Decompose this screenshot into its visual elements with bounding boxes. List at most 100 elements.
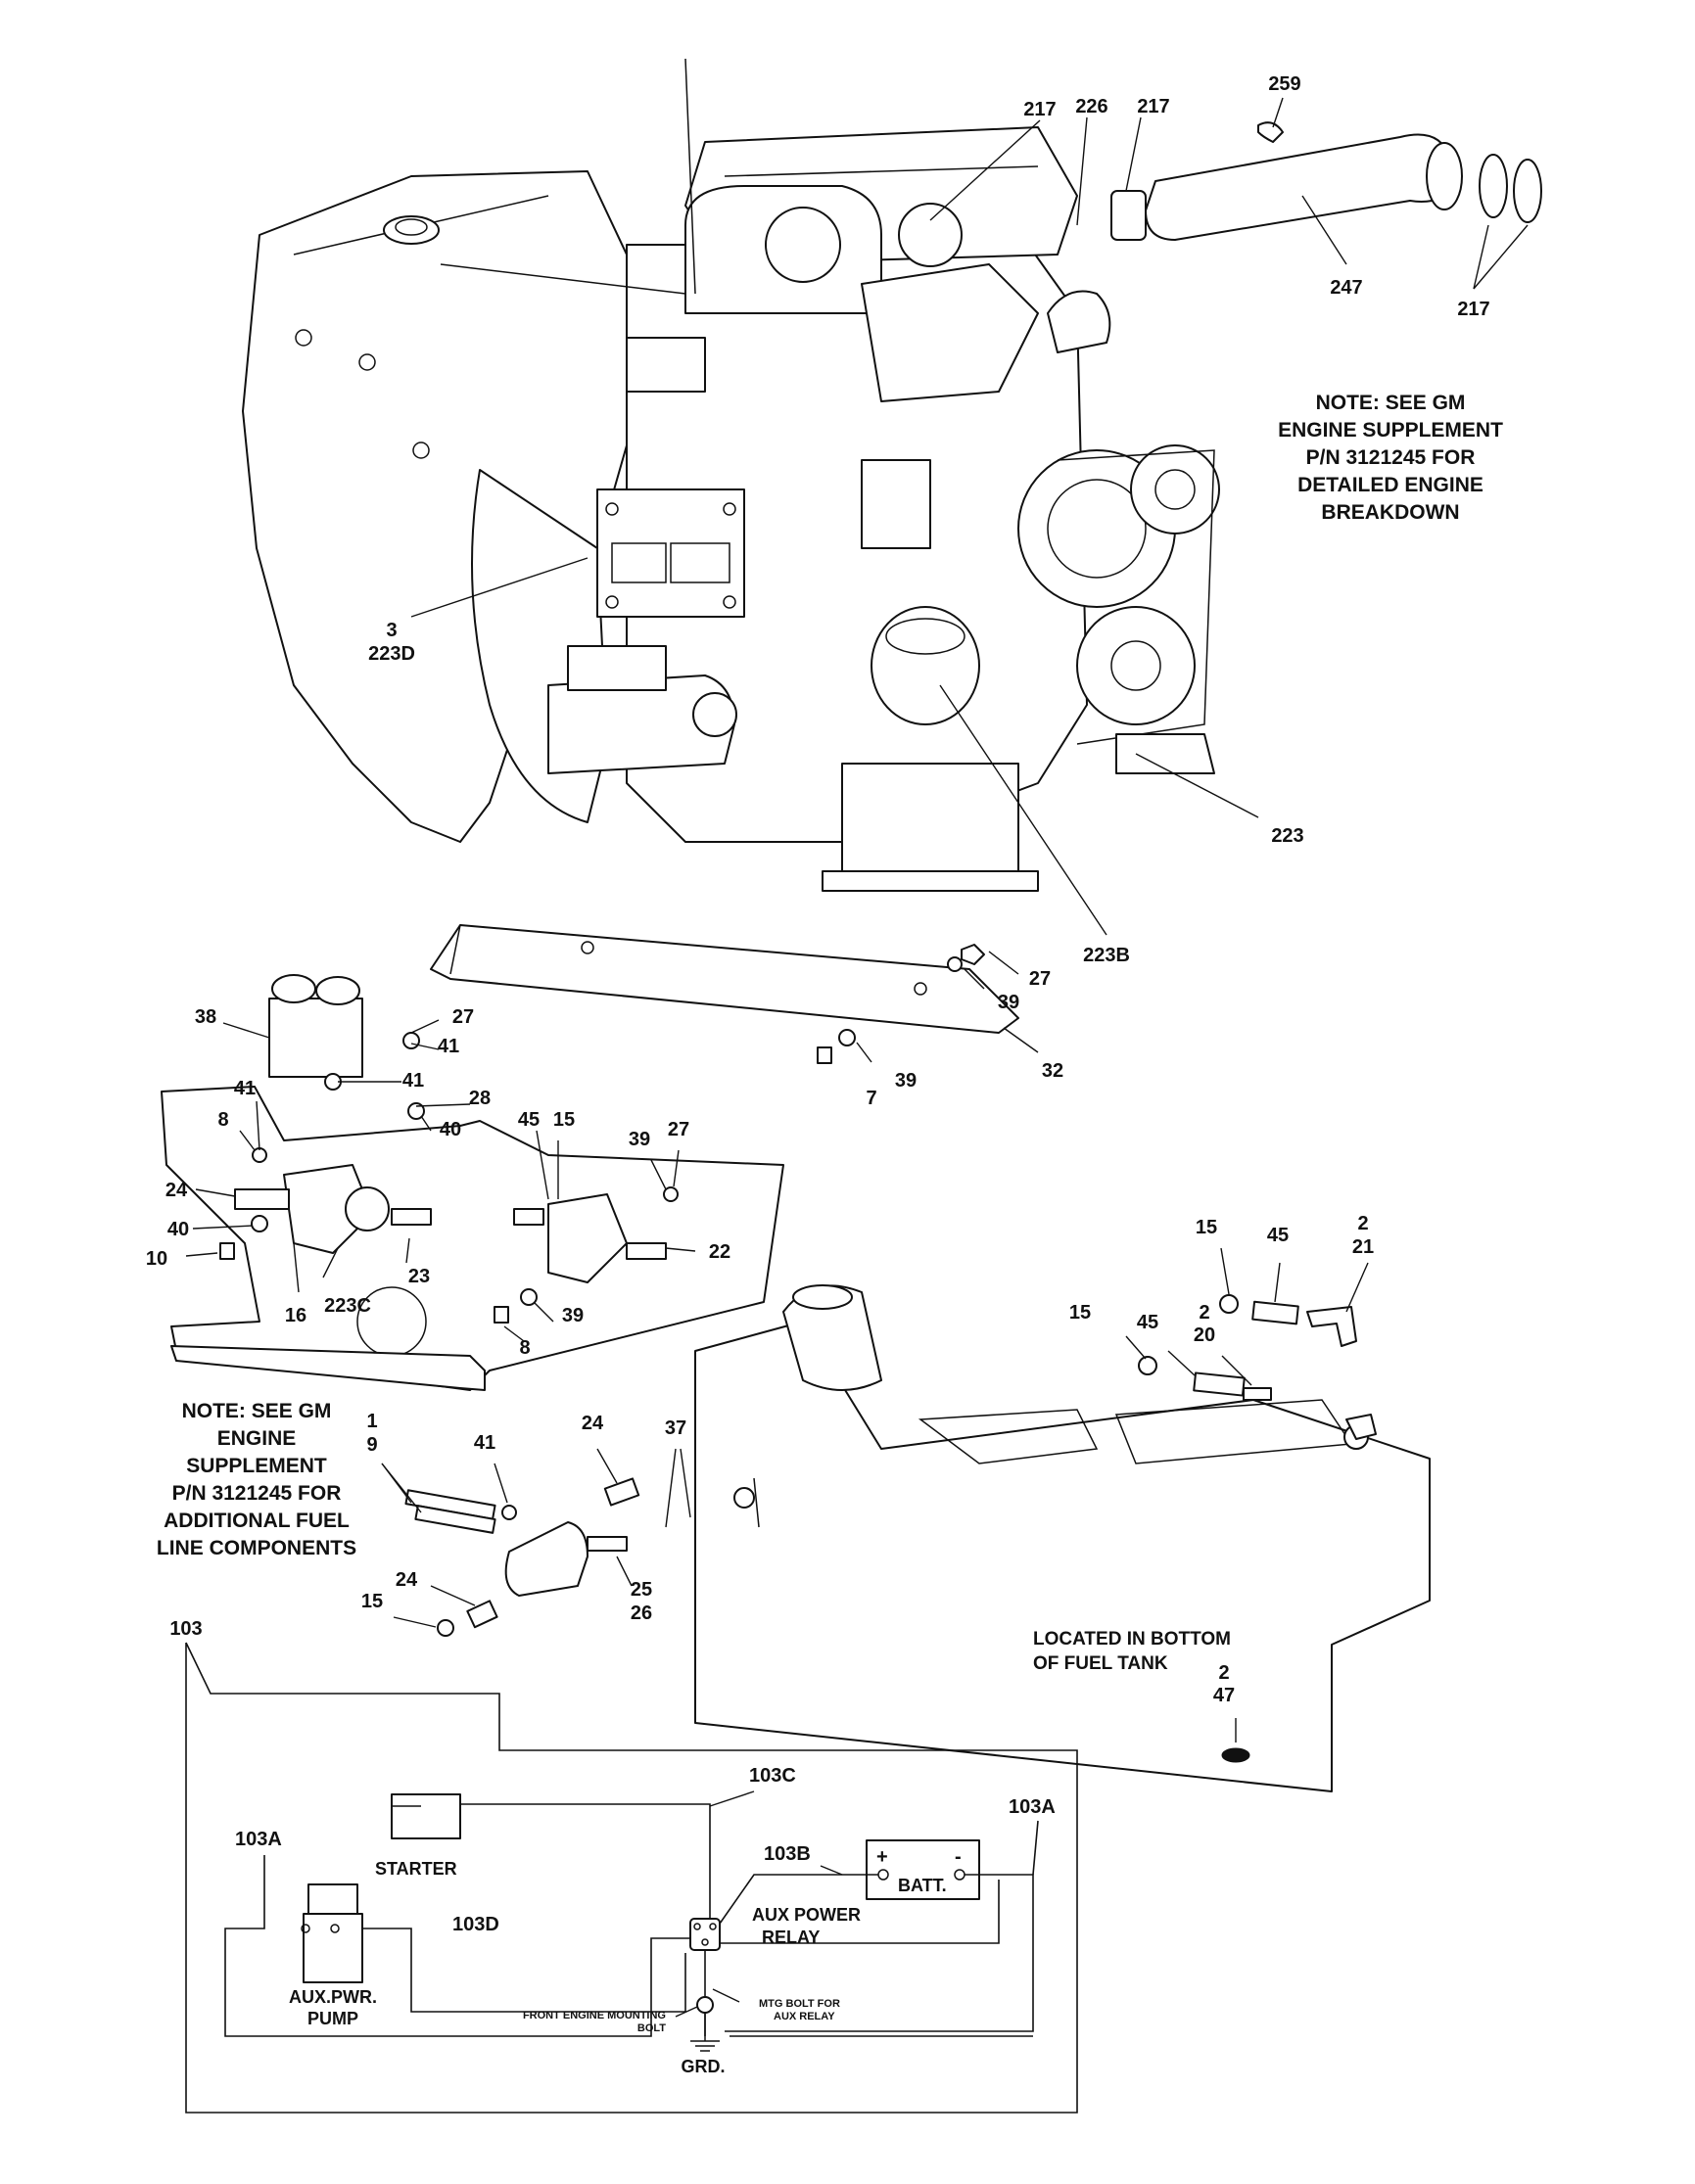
air-intake-tube	[1110, 121, 1542, 241]
callout-217: 217	[1023, 99, 1056, 120]
callout-223c: 223C	[324, 1295, 371, 1317]
mounting-bar	[430, 924, 1039, 1064]
callout-22: 22	[709, 1241, 730, 1263]
battery-label: BATT.	[898, 1876, 947, 1895]
wiring-labels: 103C 103A 103A 103B 103D STARTER AUX.PWR…	[235, 1765, 1056, 2076]
callout-24: 24	[582, 1413, 604, 1434]
wire-103c-label: 103C	[749, 1765, 796, 1787]
fuel-note-line: P/N 3121245 FOR	[172, 1482, 342, 1505]
engine-leaders	[410, 97, 1529, 936]
callout-9: 9	[366, 1434, 377, 1456]
callout-223b: 223B	[1083, 945, 1130, 966]
callout-32: 32	[1042, 1060, 1063, 1082]
callout-24: 24	[396, 1569, 418, 1591]
callout-16: 16	[285, 1305, 306, 1326]
fuel-note-line: NOTE: SEE GM	[182, 1400, 332, 1422]
callout-217: 217	[1457, 299, 1489, 320]
callout-8: 8	[217, 1109, 228, 1131]
wiring-diagram	[185, 1642, 1078, 2114]
wire-103d-label: 103D	[452, 1914, 499, 1935]
callout-103: 103	[169, 1618, 202, 1640]
aux-relay-label: RELAY	[762, 1928, 820, 1947]
callout-21: 21	[1352, 1236, 1374, 1258]
callout-39: 39	[629, 1129, 650, 1150]
callout-37: 37	[665, 1417, 686, 1439]
callout-7: 7	[866, 1088, 876, 1109]
engine-note-line: NOTE: SEE GM	[1316, 392, 1466, 414]
callout-2: 2	[1218, 1662, 1229, 1684]
engine-note-line: P/N 3121245 FOR	[1306, 446, 1476, 469]
callout-27: 27	[1029, 968, 1051, 990]
fuel-note-line: ENGINE	[217, 1427, 297, 1450]
fuel-note-line: ADDITIONAL FUEL	[164, 1510, 350, 1532]
starter-label: STARTER	[375, 1859, 457, 1879]
callout-39: 39	[562, 1305, 584, 1326]
front-engine-label: FRONT ENGINE MOUNTING	[523, 2010, 666, 2021]
callout-27: 27	[668, 1119, 689, 1140]
callout-45: 45	[1267, 1225, 1289, 1246]
aux-relay-label: AUX POWER	[752, 1905, 861, 1925]
callout-247: 247	[1330, 277, 1362, 299]
battery-plus: +	[876, 1846, 888, 1868]
fuel-bracket-leaders	[185, 1019, 696, 1342]
engine-note-line: BREAKDOWN	[1321, 501, 1459, 524]
callout-45: 45	[518, 1109, 540, 1131]
engine-note-line: DETAILED ENGINE	[1297, 474, 1483, 496]
callout-3: 3	[386, 620, 397, 641]
callout-226: 226	[1075, 96, 1107, 117]
callout-45: 45	[1137, 1312, 1158, 1333]
fuel-note-line: SUPPLEMENT	[186, 1455, 327, 1477]
fuel-tank-leaders	[665, 1247, 1369, 1743]
callout-24: 24	[165, 1180, 188, 1201]
callout-15: 15	[553, 1109, 575, 1131]
inline-pump-leaders	[381, 1448, 633, 1628]
callout-25: 25	[631, 1579, 652, 1601]
callout-27: 27	[452, 1006, 474, 1028]
callout-20: 20	[1194, 1324, 1215, 1346]
fuel-tank	[694, 1284, 1431, 1792]
tank-note-line: OF FUEL TANK	[1033, 1653, 1168, 1674]
callout-259: 259	[1268, 73, 1300, 95]
engine-note-line: ENGINE SUPPLEMENT	[1278, 419, 1503, 441]
callout-40: 40	[167, 1219, 189, 1240]
callout-8: 8	[519, 1337, 530, 1359]
aux-pump-label: PUMP	[307, 2009, 358, 2028]
ground-label: GRD.	[682, 2057, 726, 2076]
callout-26: 26	[631, 1603, 652, 1624]
callout-41: 41	[474, 1432, 495, 1454]
callout-47: 47	[1213, 1685, 1235, 1706]
aux-pump-label: AUX.PWR.	[289, 1987, 377, 2007]
callout-labels: 217 226 217 259 247 217 3 223D 223 223B …	[146, 73, 1490, 1706]
callout-23: 23	[408, 1266, 430, 1287]
callout-1: 1	[366, 1411, 377, 1432]
engine-assembly	[242, 58, 1220, 892]
callout-39: 39	[998, 992, 1019, 1013]
callout-223: 223	[1271, 825, 1303, 847]
callout-223d: 223D	[368, 643, 415, 665]
callout-41: 41	[402, 1070, 424, 1092]
callout-15: 15	[1069, 1302, 1091, 1324]
note-labels: NOTE: SEE GM ENGINE SUPPLEMENT P/N 31212…	[157, 392, 1503, 1674]
callout-28: 28	[469, 1088, 491, 1109]
callout-15: 15	[361, 1591, 383, 1612]
callout-38: 38	[195, 1006, 216, 1028]
fuel-bracket-assembly	[161, 974, 784, 1391]
battery-minus: -	[955, 1846, 962, 1868]
callout-217: 217	[1137, 96, 1169, 117]
callout-39: 39	[895, 1070, 917, 1092]
callout-41: 41	[438, 1036, 459, 1057]
callout-10: 10	[146, 1248, 167, 1270]
mtg-bolt-label: MTG BOLT FOR	[759, 1998, 840, 2010]
tank-note-line: LOCATED IN BOTTOM	[1033, 1629, 1231, 1650]
callout-40: 40	[440, 1119, 461, 1140]
callout-15: 15	[1196, 1217, 1217, 1238]
wire-103a-label: 103A	[235, 1829, 282, 1850]
callout-2: 2	[1357, 1213, 1368, 1234]
fuel-note-line: LINE COMPONENTS	[157, 1537, 356, 1559]
front-engine-label: BOLT	[637, 2022, 666, 2034]
wire-103a-label: 103A	[1009, 1796, 1056, 1818]
callout-41: 41	[234, 1078, 256, 1099]
mtg-bolt-label: AUX RELAY	[774, 2011, 835, 2022]
